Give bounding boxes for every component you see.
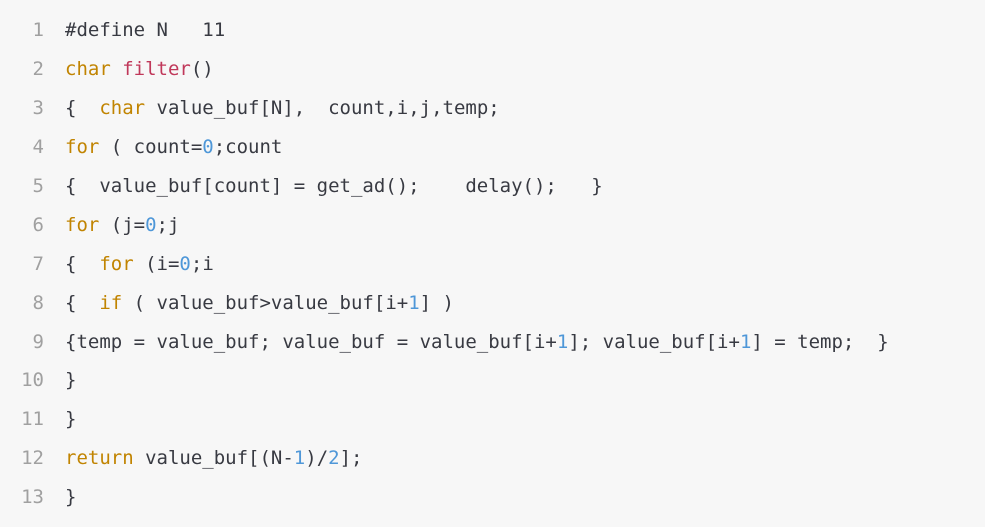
line-number: 10 bbox=[21, 369, 44, 392]
text-token: value_buf[(N- bbox=[133, 447, 294, 470]
code-text: } bbox=[65, 408, 985, 430]
code-line: 11} bbox=[0, 400, 985, 439]
text-token: ]; bbox=[339, 447, 363, 470]
number-token: 1 bbox=[739, 330, 752, 353]
code-line: 5 { value_buf[count] = get_ad(); delay();… bbox=[0, 167, 985, 206]
code-line: 3 { char value_buf[N], count,i,j,temp; bbox=[0, 89, 985, 128]
line-number: 9 bbox=[32, 330, 44, 353]
code-line: 9 {temp = value_buf; value_buf = value_bu… bbox=[0, 322, 985, 361]
line-number: 13 bbox=[21, 486, 44, 509]
text-token: ;j bbox=[156, 213, 180, 236]
code-line: 4 for ( count=0;count bbox=[0, 128, 985, 167]
text-token bbox=[111, 58, 122, 80]
text-token: value_buf[N], count,i,j,temp; bbox=[145, 97, 500, 120]
line-number: 5 bbox=[32, 175, 44, 197]
keyword-token: char bbox=[65, 58, 111, 81]
text-token: () bbox=[190, 58, 214, 81]
number-token: 0 bbox=[202, 136, 214, 159]
text-token: ( value_buf>value_buf[i+ bbox=[122, 291, 409, 314]
number-token: 1 bbox=[408, 291, 420, 314]
function-name-token: filter bbox=[122, 58, 191, 81]
code-line: 13} bbox=[0, 478, 985, 517]
code-text: for ( count=0;count bbox=[65, 136, 985, 158]
keyword-token: return bbox=[65, 447, 134, 470]
code-text: { char value_buf[N], count,i,j,temp; bbox=[65, 97, 985, 119]
code-line: 7 { for (i=0;i bbox=[0, 244, 985, 283]
line-number: 7 bbox=[32, 252, 44, 275]
number-token: 0 bbox=[145, 213, 157, 236]
line-number: 1 bbox=[32, 19, 44, 42]
code-text: } bbox=[65, 369, 985, 391]
code-text: {temp = value_buf; value_buf = value_buf… bbox=[65, 331, 985, 353]
keyword-token: char bbox=[99, 97, 146, 120]
code-text: for (j=0;j bbox=[65, 214, 985, 236]
code-text: #define N 11 bbox=[65, 19, 985, 41]
code-text: return value_buf[(N-1)/2]; bbox=[65, 447, 985, 469]
code-line: 2 char filter() bbox=[0, 50, 985, 89]
text-token: )/ bbox=[305, 447, 329, 470]
text-token: } bbox=[65, 486, 77, 509]
line-number: 3 bbox=[32, 97, 44, 120]
line-number: 6 bbox=[32, 213, 44, 236]
line-number: 8 bbox=[32, 291, 44, 314]
code-text: { for (i=0;i bbox=[65, 253, 985, 275]
code-line: 8 { if ( value_buf>value_buf[i+1] ) bbox=[0, 283, 985, 322]
text-token: ;count bbox=[213, 136, 283, 159]
number-token: 0 bbox=[179, 252, 191, 275]
code-text: } bbox=[65, 486, 985, 508]
text-token: ] = temp; } bbox=[751, 330, 889, 353]
number-token: 2 bbox=[328, 447, 340, 470]
line-number: 2 bbox=[32, 58, 44, 81]
text-token: { value_buf[count] = get_ad(); delay(); … bbox=[65, 175, 603, 197]
keyword-token: for bbox=[65, 136, 100, 159]
keyword-token: for bbox=[65, 213, 100, 236]
number-token: 1 bbox=[556, 330, 569, 353]
keyword-token: for bbox=[99, 252, 134, 275]
code-line: 10} bbox=[0, 361, 985, 400]
text-token: (j= bbox=[99, 213, 146, 236]
text-token: { bbox=[65, 291, 100, 314]
code-text: { if ( value_buf>value_buf[i+1] ) bbox=[65, 292, 985, 314]
text-token: ]; value_buf[i+ bbox=[568, 330, 740, 353]
text-token: { bbox=[65, 97, 100, 120]
text-token: } bbox=[65, 408, 77, 431]
code-line: 1 #define N 11 bbox=[0, 11, 985, 50]
text-token: } bbox=[65, 369, 77, 392]
text-token: ;i bbox=[190, 252, 214, 275]
text-token: #define N 11 bbox=[65, 19, 226, 42]
code-text: char filter() bbox=[65, 58, 985, 80]
line-number: 12 bbox=[21, 447, 44, 470]
text-token: ( count= bbox=[99, 136, 203, 159]
code-text: { value_buf[count] = get_ad(); delay(); … bbox=[65, 175, 985, 197]
number-token: 1 bbox=[293, 447, 306, 470]
line-number: 11 bbox=[21, 408, 44, 431]
text-token: { bbox=[65, 252, 100, 275]
keyword-token: if bbox=[99, 291, 123, 314]
text-token: {temp = value_buf; value_buf = value_buf… bbox=[65, 330, 557, 353]
text-token: (i= bbox=[133, 252, 180, 275]
line-number: 4 bbox=[32, 136, 44, 159]
code-line: 6 for (j=0;j bbox=[0, 205, 985, 244]
text-token: ] ) bbox=[419, 291, 454, 314]
